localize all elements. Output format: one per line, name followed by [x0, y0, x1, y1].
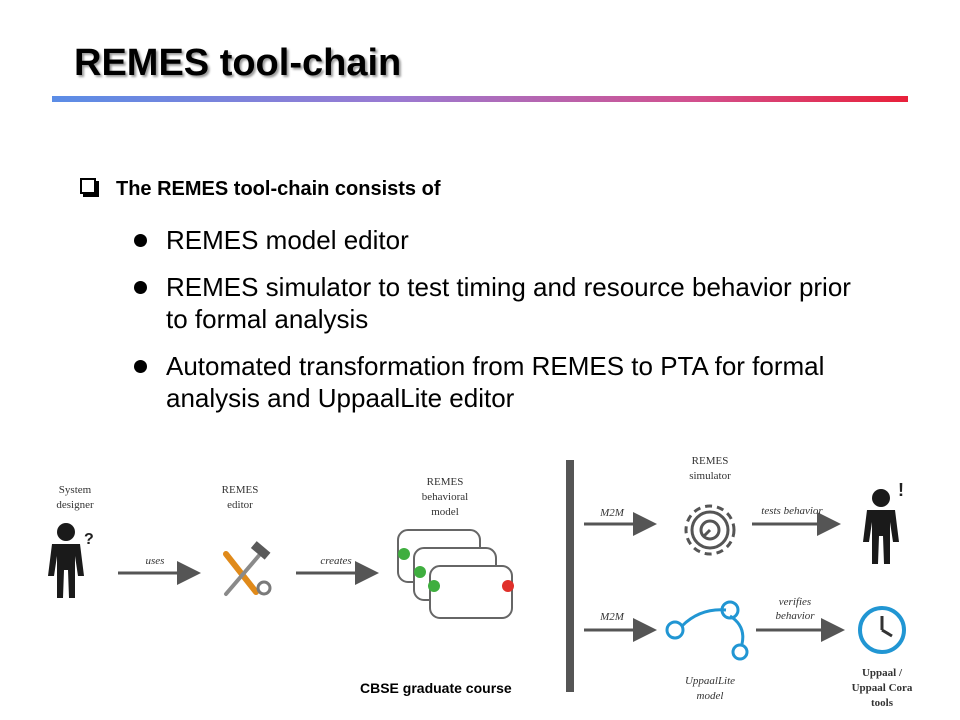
simulator-label-line1: REMES: [692, 455, 729, 467]
transformation-bar: [566, 460, 574, 692]
uppaal-label-line3: tools: [871, 697, 894, 709]
bullet-dot-icon: [134, 281, 147, 294]
system-designer-label-line2: designer: [56, 499, 94, 511]
uppaallite-graph-icon: [665, 600, 749, 661]
model-label-line1: REMES: [427, 476, 464, 488]
list-item-text: Automated transformation from REMES to P…: [166, 351, 825, 413]
checkbox-bullet-icon: [80, 178, 96, 194]
simulator-label-line2: simulator: [689, 470, 731, 482]
uses-label: uses: [146, 555, 165, 567]
system-designer-label-line1: System: [59, 484, 92, 496]
bullet-list: REMES model editor REMES simulator to te…: [134, 224, 874, 429]
bullet-dot-icon: [134, 234, 147, 247]
stacked-model-boxes: [397, 529, 514, 619]
slide-title: REMES tool-chain: [74, 42, 402, 84]
list-item-text: REMES model editor: [166, 225, 409, 255]
list-item: REMES model editor: [134, 224, 874, 256]
title-underline: [52, 96, 908, 102]
uppaallite-label-line2: model: [697, 690, 724, 702]
gear-icon: [684, 504, 736, 556]
editor-label-line2: editor: [227, 499, 253, 511]
list-item-text: REMES simulator to test timing and resou…: [166, 272, 851, 334]
lead-bullet: The REMES tool-chain consists of: [80, 178, 440, 201]
verifies-label-line1: verifies: [779, 596, 811, 608]
question-mark: ?: [84, 531, 94, 548]
lead-text: The REMES tool-chain consists of: [116, 178, 441, 200]
m2m-top-label: M2M: [599, 507, 625, 519]
editor-label-line1: REMES: [222, 484, 259, 496]
uppaallite-label-line1: UppaalLite: [685, 675, 735, 687]
toolchain-diagram: System designer ? uses REMES editor crea…: [48, 455, 913, 709]
verifies-label-line2: behavior: [775, 610, 815, 622]
model-label-line3: model: [431, 506, 459, 518]
bullet-dot-icon: [134, 360, 147, 373]
tester-person-icon: [863, 489, 899, 564]
person-icon: [48, 523, 84, 598]
creates-label: creates: [320, 555, 351, 567]
exclamation-mark: !: [898, 480, 904, 500]
m2m-bottom-label: M2M: [599, 611, 625, 623]
model-label-line2: behavioral: [422, 491, 468, 503]
uppaal-label-line2: Uppaal Cora: [852, 682, 913, 694]
uppaal-label-line1: Uppaal /: [862, 667, 903, 679]
tests-behavior-label: tests behavior: [761, 505, 823, 517]
footer-text: CBSE graduate course: [360, 680, 512, 696]
clock-icon: [858, 606, 906, 654]
list-item: REMES simulator to test timing and resou…: [134, 271, 874, 335]
list-item: Automated transformation from REMES to P…: [134, 350, 874, 414]
tools-icon: [223, 541, 272, 596]
